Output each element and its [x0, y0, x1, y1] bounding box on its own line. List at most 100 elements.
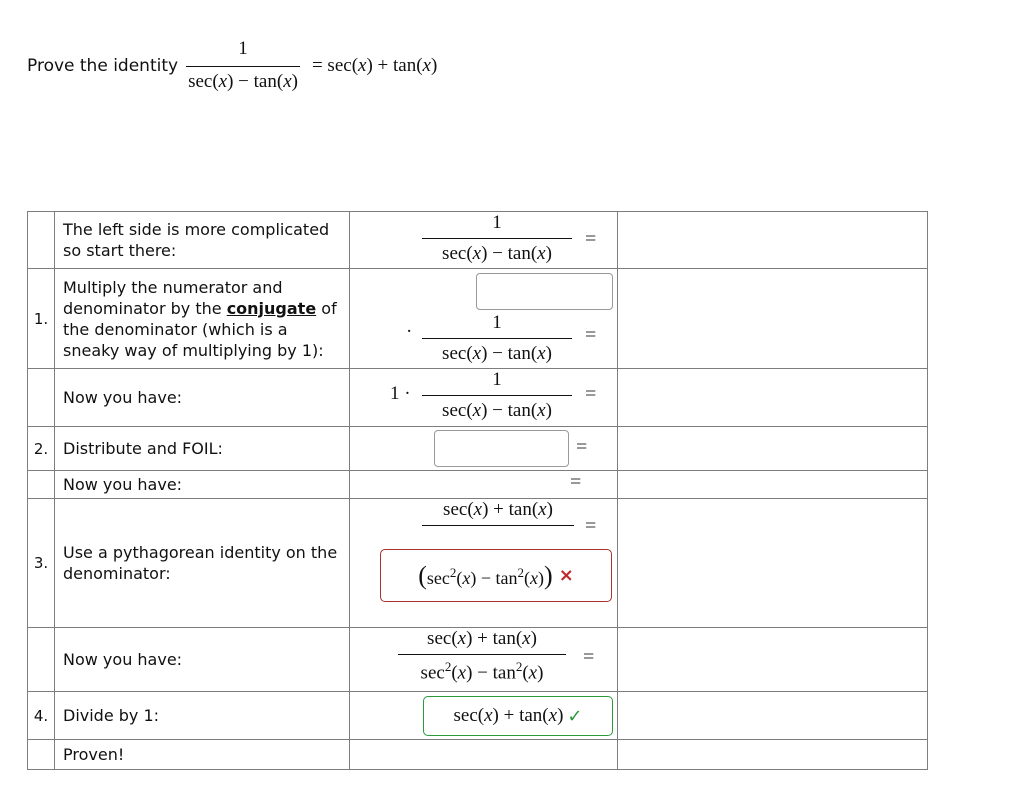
step-number: 3. — [27, 498, 55, 628]
blank-cell — [617, 498, 928, 628]
exponent: 2 — [444, 659, 452, 674]
step-number — [27, 627, 55, 692]
equals-sign: = — [576, 436, 588, 458]
step-description: Proven! — [54, 739, 350, 770]
equals-sign: = — [585, 324, 597, 346]
step-description: Use a pythagorean identity on the denomi… — [54, 498, 350, 628]
tan-label: tan — [507, 400, 531, 421]
proof-row: 2. Distribute and FOIL: = — [27, 426, 928, 471]
minus-sign: − — [480, 567, 492, 588]
step-number — [27, 470, 55, 499]
blank-cell — [617, 368, 928, 427]
sec-label: sec — [420, 662, 445, 684]
var-x: x — [548, 705, 558, 726]
var-x: x — [472, 400, 482, 421]
var-x: x — [538, 499, 547, 520]
equals-sign: = — [585, 228, 597, 250]
step-number — [27, 739, 55, 770]
step-work: 1 · 1 sec(x) − tan(x) = — [349, 368, 618, 427]
var-x: x — [358, 54, 367, 76]
conjugate-link[interactable]: conjugate — [226, 298, 317, 318]
final-answer-box[interactable]: sec(x) + tan(x) ✓ — [423, 696, 613, 736]
minus-sign: − — [492, 400, 503, 421]
step-number: 4. — [27, 691, 55, 740]
product-fraction: 1 sec(x) − tan(x) — [422, 369, 572, 422]
sec-label: sec — [443, 499, 468, 520]
denominator: sec(x) − tan(x) — [442, 243, 552, 264]
step-number: 2. — [27, 426, 55, 471]
foil-input[interactable] — [434, 430, 569, 467]
header-rhs: = sec(x) + tan(x) — [311, 54, 438, 76]
blank-cell — [617, 211, 928, 269]
equals-sign: = — [311, 54, 323, 76]
denominator: sec(x) − tan(x) — [442, 400, 552, 421]
pythagorean-answer-box[interactable]: (sec2(x) − tan2(x)) × — [380, 549, 612, 602]
step-description: Multiply the numerator and denominator b… — [54, 268, 350, 369]
answer-expression: (sec2(x) − tan2(x)) — [418, 560, 553, 590]
var-x: x — [472, 343, 482, 364]
var-x: x — [484, 705, 493, 726]
problem-header: Prove the identity 1 sec(x) − tan(x) = s… — [27, 38, 437, 93]
header-lhs-denominator: sec(x) − tan(x) — [188, 71, 298, 92]
tan-label: tan — [508, 499, 532, 520]
minus-sign: − — [238, 71, 249, 92]
proof-row: Proven! — [27, 739, 928, 770]
minus-sign: − — [492, 243, 503, 264]
exponent: 2 — [449, 564, 457, 580]
equals-sign: = — [570, 471, 582, 493]
tan-label: tan — [519, 705, 543, 726]
answer-expression: sec(x) + tan(x) — [453, 705, 564, 726]
proof-row: 3. Use a pythagorean identity on the den… — [27, 498, 928, 628]
fraction-bar — [186, 66, 300, 67]
var-x: x — [522, 628, 531, 649]
step-work — [349, 739, 618, 770]
blank-cell — [617, 268, 928, 369]
sec-label: sec — [442, 400, 467, 421]
denominator: sec(x) − tan(x) — [442, 343, 552, 364]
fraction-bar — [422, 238, 572, 239]
exponent: 2 — [515, 659, 523, 674]
step-work: 1 sec(x) − tan(x) = — [349, 211, 618, 269]
numerator: sec(x) + tan(x) — [427, 628, 537, 649]
step-work: sec(x) + tan(x) ✓ — [349, 691, 618, 740]
multiply-dot: · — [406, 321, 413, 342]
step-work: sec(x) + tan(x) sec2(x) − tan2(x) = — [349, 627, 618, 692]
fraction-bar — [422, 395, 572, 396]
equals-sign: = — [585, 515, 597, 537]
tan-label: tan — [492, 628, 516, 649]
var-x: x — [473, 499, 483, 520]
tan-label: tan — [393, 54, 417, 76]
header-lhs-fraction: 1 sec(x) − tan(x) — [186, 38, 300, 93]
proof-table: The left side is more complicated so sta… — [27, 211, 928, 770]
original-fraction: 1 sec(x) − tan(x) — [422, 312, 572, 365]
var-x: x — [537, 343, 546, 364]
problem-prompt: Prove the identity — [27, 55, 179, 76]
step-description: The left side is more complicated so sta… — [54, 211, 350, 269]
var-x: x — [528, 662, 538, 684]
step-number: 1. — [27, 268, 55, 369]
blank-cell — [617, 426, 928, 471]
var-x: x — [218, 71, 228, 92]
proof-row: 4. Divide by 1: sec(x) + tan(x) ✓ — [27, 691, 928, 740]
sec-label: sec — [442, 243, 467, 264]
tan-label: tan — [492, 662, 516, 684]
description-text: of the denominator (which is a sneaky wa… — [63, 298, 337, 360]
step-work: · 1 sec(x) − tan(x) = — [349, 268, 618, 369]
sec-label: sec — [327, 54, 352, 76]
blank-cell — [617, 470, 928, 499]
var-x: x — [537, 243, 546, 264]
minus-sign: − — [477, 662, 488, 684]
incorrect-x-icon: × — [558, 565, 574, 586]
step-number — [27, 211, 55, 269]
step-work: = — [349, 426, 618, 471]
equals-sign: = — [583, 646, 595, 668]
proof-row: Now you have: 1 · 1 sec(x) − tan(x) = — [27, 368, 928, 427]
conjugate-input[interactable] — [476, 273, 613, 310]
denominator: sec2(x) − tan2(x) — [420, 659, 544, 684]
description-text: Multiply the numerator and denominator b… — [63, 277, 283, 318]
tan-label: tan — [495, 567, 518, 588]
var-x: x — [472, 243, 482, 264]
tan-label: tan — [253, 71, 277, 92]
var-x: x — [457, 628, 467, 649]
step-description: Distribute and FOIL: — [54, 426, 350, 471]
